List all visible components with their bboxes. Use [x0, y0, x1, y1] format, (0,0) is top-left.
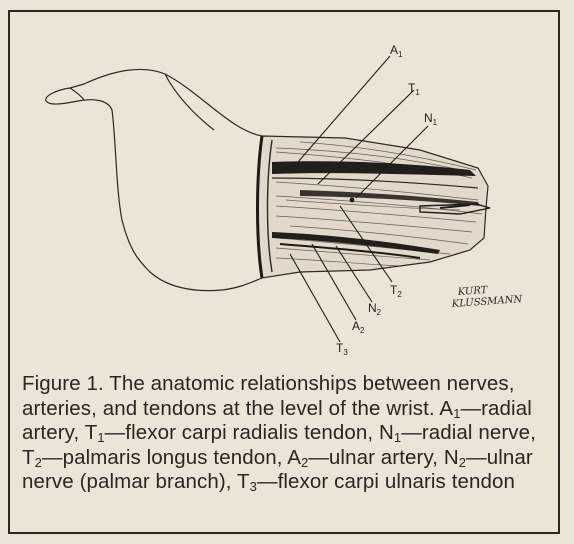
label-a2: A2 — [352, 319, 365, 335]
label-n1: N1 — [424, 111, 438, 127]
wrist-cross-section — [258, 136, 491, 278]
label-t1: T1 — [408, 81, 420, 97]
figure-caption: Figure 1. The anatomic relationships bet… — [22, 372, 550, 495]
artist-signature: KURT KLUSSMANN — [450, 285, 523, 310]
label-n2: N2 — [368, 301, 382, 317]
label-t2: T2 — [390, 283, 402, 299]
label-t3: T3 — [336, 341, 348, 357]
label-a1: A1 — [390, 43, 403, 59]
hand-outline — [46, 69, 262, 290]
